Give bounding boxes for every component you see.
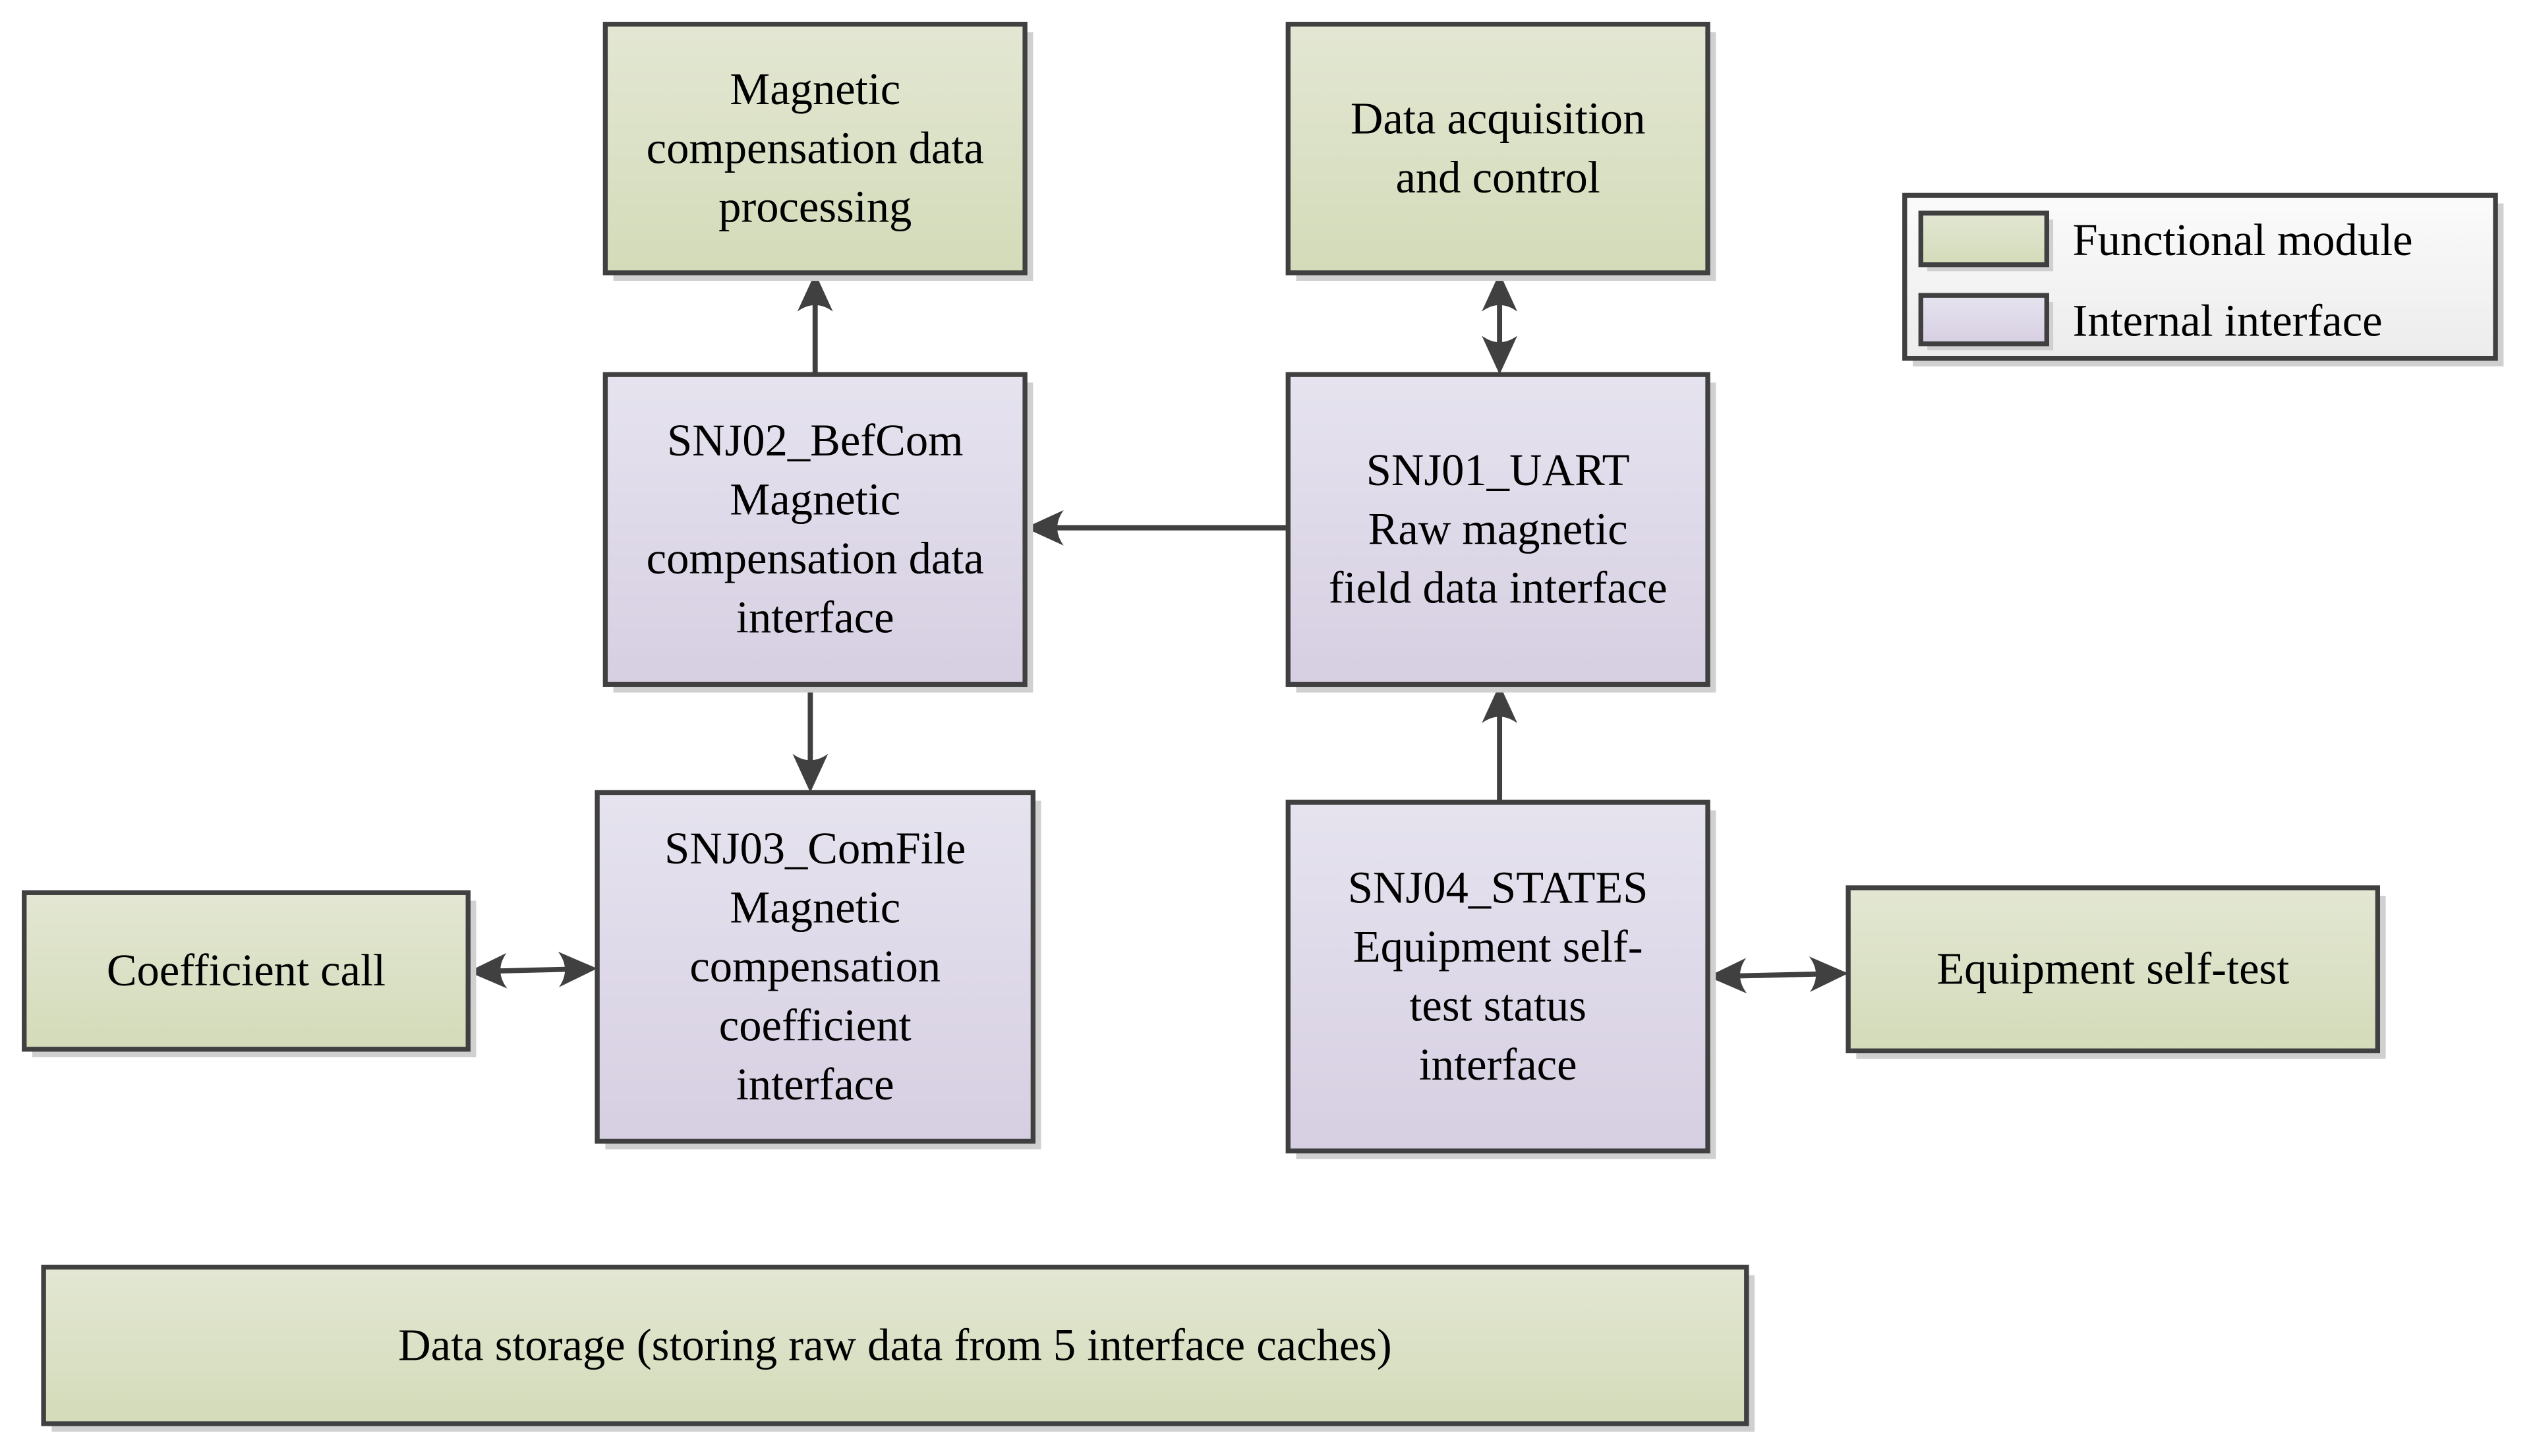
arrowhead-icon xyxy=(1708,958,1747,994)
node-coefficient-call: Coefficient call xyxy=(22,890,477,1058)
node-label-line: field data interface xyxy=(1329,563,1668,613)
node-box xyxy=(22,890,471,1052)
node-snj04: SNJ04_STATES Equipment self-test status in… xyxy=(1285,800,1716,1159)
node-label-line: SNJ01_UART xyxy=(1366,445,1630,495)
arrowhead-icon xyxy=(1482,684,1518,724)
edge-coefficient-call-to-snj03 xyxy=(468,951,598,989)
node-mag-comp-processing: Magnetic compensation data processing xyxy=(602,22,1033,281)
arrowhead-icon xyxy=(1025,510,1064,546)
arrowhead-icon xyxy=(1809,956,1849,993)
edges xyxy=(468,272,1849,994)
node-box xyxy=(595,790,1036,1144)
arrowhead-icon xyxy=(468,952,508,989)
node-box xyxy=(1285,800,1710,1153)
node-label-line: interface xyxy=(1419,1039,1577,1090)
node-box xyxy=(602,372,1028,687)
node-label-line: Magnetic xyxy=(730,475,900,525)
arrowhead-icon xyxy=(1482,335,1518,375)
node-label-line: compensation xyxy=(689,941,941,991)
node-label-line: Coefficient call xyxy=(107,945,386,995)
edge-line xyxy=(497,966,569,974)
legend-item-functional-module: Functional module xyxy=(1918,210,2413,272)
node-label-line: Equipment self-test xyxy=(1936,944,2289,994)
node-label-line: compensation data xyxy=(647,123,984,173)
node-label-line: SNJ03_ComFile xyxy=(664,823,966,873)
arrowhead-icon xyxy=(797,272,833,312)
node-box xyxy=(1285,372,1710,687)
legend-swatch xyxy=(1918,210,2049,268)
edge-snj02-to-snj03 xyxy=(792,684,829,793)
edge-line xyxy=(1737,971,1820,979)
node-label-line: SNJ04_STATES xyxy=(1348,863,1648,913)
legend-swatch xyxy=(1918,293,2049,347)
node-data-storage: Data storage (storing raw data from 5 in… xyxy=(41,1264,1755,1432)
edge-snj01-to-data-acquisition xyxy=(1482,272,1518,375)
edge-snj01-to-snj02 xyxy=(1025,510,1289,546)
node-label-line: SNJ02_BefCom xyxy=(667,415,964,465)
edge-snj04-to-equipment-self-test xyxy=(1708,956,1849,994)
node-label-line: processing xyxy=(718,182,912,232)
arrowhead-icon xyxy=(558,951,598,987)
node-label-line: compensation data xyxy=(647,533,984,583)
node-label-line: Magnetic xyxy=(730,883,900,933)
node-label-line: coefficient xyxy=(719,1000,912,1050)
node-label-line: Equipment self- xyxy=(1353,921,1643,972)
node-box xyxy=(602,22,1028,276)
node-box xyxy=(41,1264,1749,1426)
node-data-acquisition: Data acquisition and control xyxy=(1285,22,1716,281)
node-label-line: and control xyxy=(1395,152,1600,202)
node-label-line: Raw magnetic xyxy=(1368,504,1628,554)
node-label-line: Data acquisition xyxy=(1351,94,1645,144)
arrowhead-icon xyxy=(792,753,829,793)
edge-snj04-to-snj01 xyxy=(1482,684,1518,803)
legend-label: Functional module xyxy=(2072,215,2412,265)
node-label-line: Magnetic xyxy=(730,64,900,114)
node-snj01: SNJ01_UART Raw magnetic field data interfa… xyxy=(1285,372,1716,693)
legend-label: Internal interface xyxy=(2072,295,2382,345)
node-label-line: Data storage (storing raw data from 5 in… xyxy=(398,1320,1392,1370)
arrowhead-icon xyxy=(1482,272,1518,312)
node-label-line: interface xyxy=(736,592,894,642)
node-label-line: interface xyxy=(736,1059,894,1109)
node-equipment-self-test: Equipment self-test xyxy=(1846,885,2386,1059)
node-box xyxy=(1285,22,1710,276)
node-box xyxy=(1846,885,2381,1053)
node-label-line: test status xyxy=(1409,980,1586,1030)
legend-item-internal-interface: Internal interface xyxy=(1918,293,2383,351)
